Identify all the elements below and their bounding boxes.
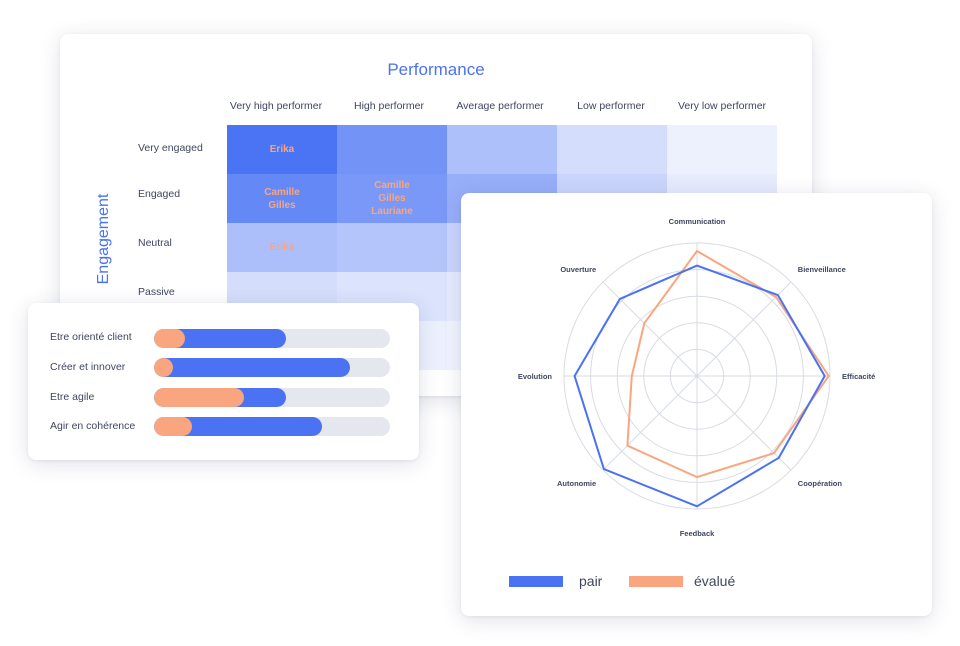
legend-label-pair: pair xyxy=(579,573,603,589)
radar-axis-label: Evolution xyxy=(518,372,553,381)
employee-name: Erika xyxy=(269,144,295,155)
radar-series-evalue xyxy=(626,250,830,479)
matrix-cell: Erika xyxy=(227,223,337,272)
performance-title: Performance xyxy=(387,60,485,79)
radar-axis-label: Efficacité xyxy=(842,372,875,381)
radar-chart: CommunicationBienveillanceEfficacitéCoop… xyxy=(518,217,876,538)
row-header-engaged: Engaged xyxy=(138,188,181,200)
competency-bar-track xyxy=(154,388,390,407)
radar-axis-label: Communication xyxy=(669,217,726,226)
bar-label: Créer et innover xyxy=(50,361,126,373)
radar-series-pair xyxy=(573,264,826,508)
radar-spoke xyxy=(602,375,698,471)
competency-bars-card: Etre orienté client Créer et innover Etr… xyxy=(28,303,419,460)
evalue-fill xyxy=(154,358,173,377)
employee-name: Gilles xyxy=(378,193,406,204)
evalue-fill xyxy=(154,417,192,436)
column-header-very-high: Very high performer xyxy=(229,100,323,112)
matrix-cell xyxy=(337,125,447,174)
matrix-cell xyxy=(337,223,447,272)
column-header-very-low: Very low performer xyxy=(677,100,767,112)
competency-bar-track xyxy=(154,358,390,377)
radar-axis-label: Feedback xyxy=(680,529,715,538)
evalue-fill xyxy=(154,329,185,348)
radar-axis-label: Ouverture xyxy=(560,265,596,274)
radar-spoke xyxy=(696,375,792,471)
legend-swatch-evalue xyxy=(629,576,683,587)
employee-name: Lauriane xyxy=(371,206,413,217)
employee-name: Camille xyxy=(264,186,300,198)
bar-label: Agir en cohérence xyxy=(50,420,136,432)
legend-swatch-pair xyxy=(509,576,563,587)
bar-label: Etre agile xyxy=(50,391,95,403)
column-header-low: Low performer xyxy=(577,100,645,112)
radar-spoke xyxy=(602,281,698,377)
row-header-very-engaged: Very engaged xyxy=(138,142,203,154)
radar-spoke xyxy=(696,281,792,377)
legend-label-evalue: évalué xyxy=(694,573,736,589)
matrix-cell xyxy=(447,125,557,174)
employee-name: Camille xyxy=(374,180,410,191)
employee-name: Erika xyxy=(269,242,295,253)
row-header-neutral: Neutral xyxy=(138,237,172,249)
matrix-cell: Erika xyxy=(227,125,337,174)
column-header-high: High performer xyxy=(353,100,425,112)
pair-fill xyxy=(154,417,322,436)
radar-axis-label: Coopération xyxy=(798,479,843,488)
row-header-passive: Passive xyxy=(138,286,175,298)
pair-fill xyxy=(154,358,350,377)
radar-axis-label: Bienveillance xyxy=(798,265,846,274)
evalue-fill xyxy=(154,388,244,407)
competency-bar-track xyxy=(154,417,390,436)
matrix-cell xyxy=(667,125,777,174)
bar-label: Etre orienté client xyxy=(50,331,132,343)
column-header-average: Average performer xyxy=(456,100,544,112)
matrix-cell xyxy=(557,125,667,174)
pair-fill xyxy=(154,329,287,348)
radar-axis-label: Autonomie xyxy=(557,479,596,488)
competency-bar-track xyxy=(154,329,390,348)
employee-name: Gilles xyxy=(268,199,296,211)
